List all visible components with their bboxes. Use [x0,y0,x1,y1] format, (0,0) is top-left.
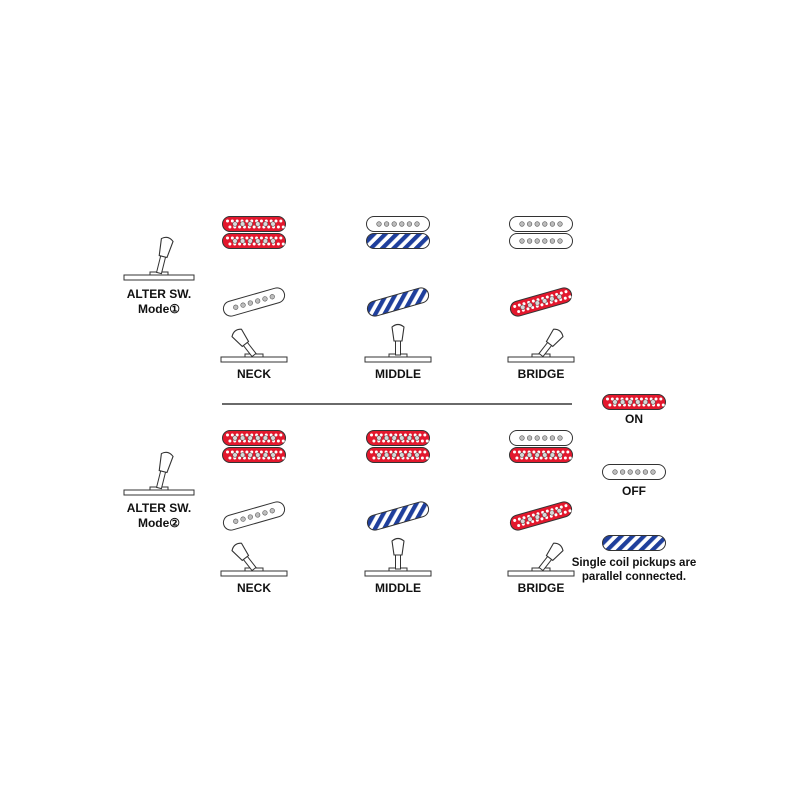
mode2-middle-single-coil [366,501,430,531]
mode2-bridge-label: BRIDGE [518,581,565,595]
mode1-bridge-humbucker-coil-top [509,216,573,232]
mode1-neck-humbucker-coil-top [222,216,286,232]
mode2-neck-humbucker-coil-top [222,430,286,446]
mode1-middle-humbucker-coil-top [366,216,430,232]
mode2-middle-switch-icon [364,537,432,577]
mode2-bridge-switch-icon [507,542,575,577]
mode1-middle-switch-icon [364,323,432,363]
mode2-bridge-single-coil [509,501,573,531]
mode2-alter-switch-icon [123,451,195,496]
legend-on-swatch [602,394,666,410]
mode2-neck-label: NECK [237,581,271,595]
legend-off-label: OFF [622,484,646,498]
mode1-bridge-label: BRIDGE [518,367,565,381]
mode1-alter-switch-icon [123,236,195,281]
mode1-middle-humbucker-coil-bottom [366,233,430,249]
legend-on-label: ON [625,412,643,426]
mode1-label-line2: Mode① [138,302,180,316]
legend-parallel-line1: Single coil pickups are [572,557,697,569]
mode2-bridge-humbucker-coil-top [509,430,573,446]
mode2-label-line1: ALTER SW. [127,501,191,515]
mode1-middle-label: MIDDLE [375,367,421,381]
mode1-neck-single-coil [222,287,286,317]
mode2-neck-humbucker-coil-bottom [222,447,286,463]
mode2-neck-single-coil [222,501,286,531]
mode1-middle-single-coil [366,287,430,317]
legend-parallel-swatch [602,535,666,551]
mode2-neck-switch-icon [220,542,288,577]
mode2-bridge-humbucker-coil-bottom [509,447,573,463]
mode2-middle-humbucker-coil-bottom [366,447,430,463]
mode1-bridge-single-coil [509,287,573,317]
mode2-middle-humbucker-coil-top [366,430,430,446]
mode2-label-line2: Mode② [138,516,180,530]
mode1-bridge-switch-icon [507,328,575,363]
mode1-neck-label: NECK [237,367,271,381]
mode2-middle-label: MIDDLE [375,581,421,595]
legend-parallel-line2: parallel connected. [582,571,686,583]
mode1-neck-humbucker-coil-bottom [222,233,286,249]
legend-off-swatch [602,464,666,480]
mode1-neck-switch-icon [220,328,288,363]
mode1-label-line1: ALTER SW. [127,287,191,301]
mode1-bridge-humbucker-coil-bottom [509,233,573,249]
